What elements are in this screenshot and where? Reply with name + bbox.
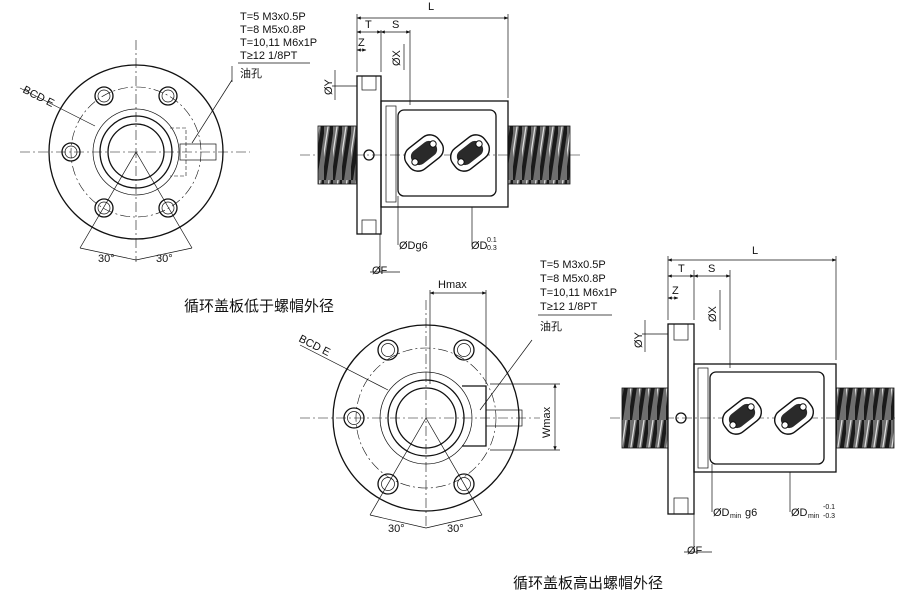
note-t1011: T=10,11 M6x1P bbox=[240, 37, 317, 49]
note-t1011: T=10,11 M6x1P bbox=[540, 287, 617, 299]
bottom-front-view bbox=[299, 290, 560, 529]
svg-text:ØD: ØD bbox=[713, 507, 730, 519]
dim-x: ØX bbox=[391, 49, 403, 66]
oil-hole-label: 油孔 bbox=[540, 319, 562, 333]
dim-l: L bbox=[752, 245, 758, 257]
dim-dmin-tolerance: ØD min -0.1 -0.3 bbox=[791, 504, 835, 520]
dim-z: Z bbox=[358, 37, 365, 49]
svg-text:0.1: 0.1 bbox=[487, 237, 497, 244]
dim-dmin-g6: ØD min g6 bbox=[713, 507, 757, 520]
dim-s: S bbox=[708, 263, 715, 275]
svg-text:min: min bbox=[808, 513, 819, 520]
dim-x: ØX bbox=[707, 305, 719, 322]
note-t8: T=8 M5x0.8P bbox=[540, 273, 606, 285]
dim-y: ØY bbox=[633, 331, 645, 348]
bottom-side-dims bbox=[642, 256, 837, 553]
svg-text:-0.3: -0.3 bbox=[823, 513, 835, 520]
svg-text:ØD: ØD bbox=[471, 240, 488, 252]
note-t5: T=5 M3x0.5P bbox=[540, 259, 606, 271]
bolt-hole bbox=[343, 339, 475, 495]
svg-text:g6: g6 bbox=[745, 507, 757, 519]
oil-hole-label: 油孔 bbox=[240, 66, 262, 80]
dim-f: ØF bbox=[687, 545, 703, 557]
angle-label: 30° bbox=[388, 523, 405, 535]
bottom-side-view bbox=[610, 323, 895, 515]
caption-bottom: 循环盖板高出螺帽外径 bbox=[513, 574, 663, 592]
dim-d-tolerance: ØD 0.1 0.3 bbox=[471, 237, 497, 252]
svg-text:min: min bbox=[730, 513, 741, 520]
dim-f: ØF bbox=[372, 265, 388, 277]
note-t12: T≥12 1/8PT bbox=[240, 50, 298, 62]
dim-t: T bbox=[365, 19, 372, 31]
bolt-hole bbox=[61, 86, 178, 218]
top-side-dims bbox=[332, 14, 509, 273]
note-t5: T=5 M3x0.5P bbox=[240, 11, 306, 23]
bcd-label: BCD E bbox=[297, 333, 332, 359]
angle-label: 30° bbox=[98, 253, 115, 265]
note-t12: T≥12 1/8PT bbox=[540, 301, 598, 313]
caption-top: 循环盖板低于螺帽外径 bbox=[184, 297, 334, 315]
svg-text:ØD: ØD bbox=[791, 507, 808, 519]
dim-s: S bbox=[392, 19, 399, 31]
bcd-label: BCD E bbox=[21, 84, 56, 110]
dim-z: Z bbox=[672, 285, 679, 297]
dim-y: ØY bbox=[323, 78, 335, 95]
note-t8: T=8 M5x0.8P bbox=[240, 24, 306, 36]
svg-text:-0.1: -0.1 bbox=[823, 504, 835, 511]
dim-l: L bbox=[428, 1, 434, 13]
top-front-view bbox=[19, 40, 250, 262]
svg-text:0.3: 0.3 bbox=[487, 245, 497, 252]
angle-label: 30° bbox=[156, 253, 173, 265]
dim-dg6: ØDg6 bbox=[399, 240, 428, 252]
dim-t: T bbox=[678, 263, 685, 275]
angle-label: 30° bbox=[447, 523, 464, 535]
top-side-view bbox=[300, 75, 580, 235]
dim-hmax: Hmax bbox=[438, 279, 467, 291]
dim-wmax: Wmax bbox=[541, 406, 553, 438]
